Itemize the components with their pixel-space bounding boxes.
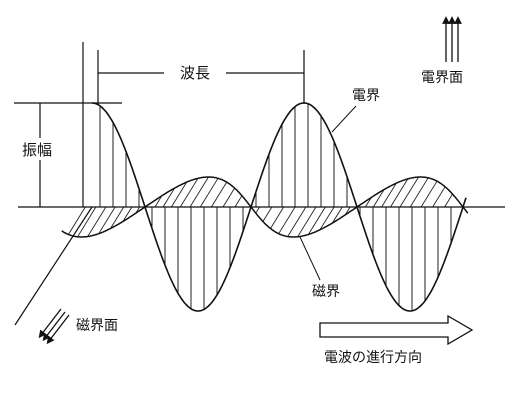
magnetic-hatch-line xyxy=(308,206,326,235)
magnetic-field-hatching xyxy=(68,176,453,238)
magnetic-hatch-line xyxy=(189,176,209,208)
wavelength-label: 波長 xyxy=(180,64,210,82)
magnetic-hatch-line xyxy=(122,206,133,222)
magnetic-hatch-line xyxy=(199,178,219,208)
propagation-label: 電波の進行方向 xyxy=(324,350,422,366)
propagation-arrow xyxy=(319,314,474,346)
magnetic-hatch-line xyxy=(372,189,385,208)
magnetic-hatch-line xyxy=(110,206,125,229)
magnetic-hatch-line xyxy=(211,181,228,208)
electric-field-label: 電界 xyxy=(352,88,380,104)
electric-field-leader xyxy=(331,105,357,133)
magnetic-hatch-line xyxy=(262,206,273,222)
magnetic-hatch-line xyxy=(332,206,343,224)
magnetic-hatch-line xyxy=(255,206,260,214)
magnetic-hatch-line xyxy=(444,193,453,208)
magnetic-hatch-line xyxy=(98,206,116,234)
magnetic-plane-arrows xyxy=(38,308,70,345)
magnetic-hatch-line xyxy=(162,187,175,208)
electric-plane-label: 電界面 xyxy=(421,70,463,86)
magnetic-hatch-line xyxy=(179,178,199,208)
magnetic-hatch-line xyxy=(297,206,317,238)
magnetic-hatch-line xyxy=(287,206,307,237)
magnetic-hatch-line xyxy=(432,186,446,208)
magnetic-field-label: 磁界 xyxy=(312,284,340,300)
magnetic-hatch-line xyxy=(420,180,438,208)
magnetic-hatch-line xyxy=(87,206,107,237)
amplitude-label-bg xyxy=(20,138,60,160)
magnetic-hatch-line xyxy=(270,206,285,229)
electric-plane-arrows xyxy=(442,16,462,62)
magnetic-field-wave xyxy=(61,176,469,238)
magnetic-hatch-line xyxy=(390,178,409,208)
magnetic-hatch-line xyxy=(68,206,86,235)
magnetic-hatch-line xyxy=(365,197,372,208)
magnetic-hatch-line xyxy=(171,181,188,208)
magnetic-hatch-line xyxy=(154,195,163,208)
depth-axis xyxy=(14,206,93,326)
magnetic-field-leader xyxy=(299,236,321,281)
magnetic-hatch-line xyxy=(77,206,97,238)
electric-field-wave xyxy=(92,102,467,312)
amplitude-label: 振幅 xyxy=(22,141,52,159)
magnetic-hatch-line xyxy=(409,177,429,208)
magnetic-hatch-line xyxy=(319,206,335,230)
magnetic-hatch-line xyxy=(234,195,243,208)
magnetic-hatch-line xyxy=(222,187,235,208)
magnetic-hatch-line xyxy=(399,176,419,208)
magnetic-hatch-line xyxy=(278,206,296,234)
magnetic-hatch-line xyxy=(381,182,397,208)
electric-field-hatching xyxy=(99,103,452,311)
magnetic-plane-label: 磁界面 xyxy=(76,318,118,334)
wavelength-dimension xyxy=(97,50,305,104)
